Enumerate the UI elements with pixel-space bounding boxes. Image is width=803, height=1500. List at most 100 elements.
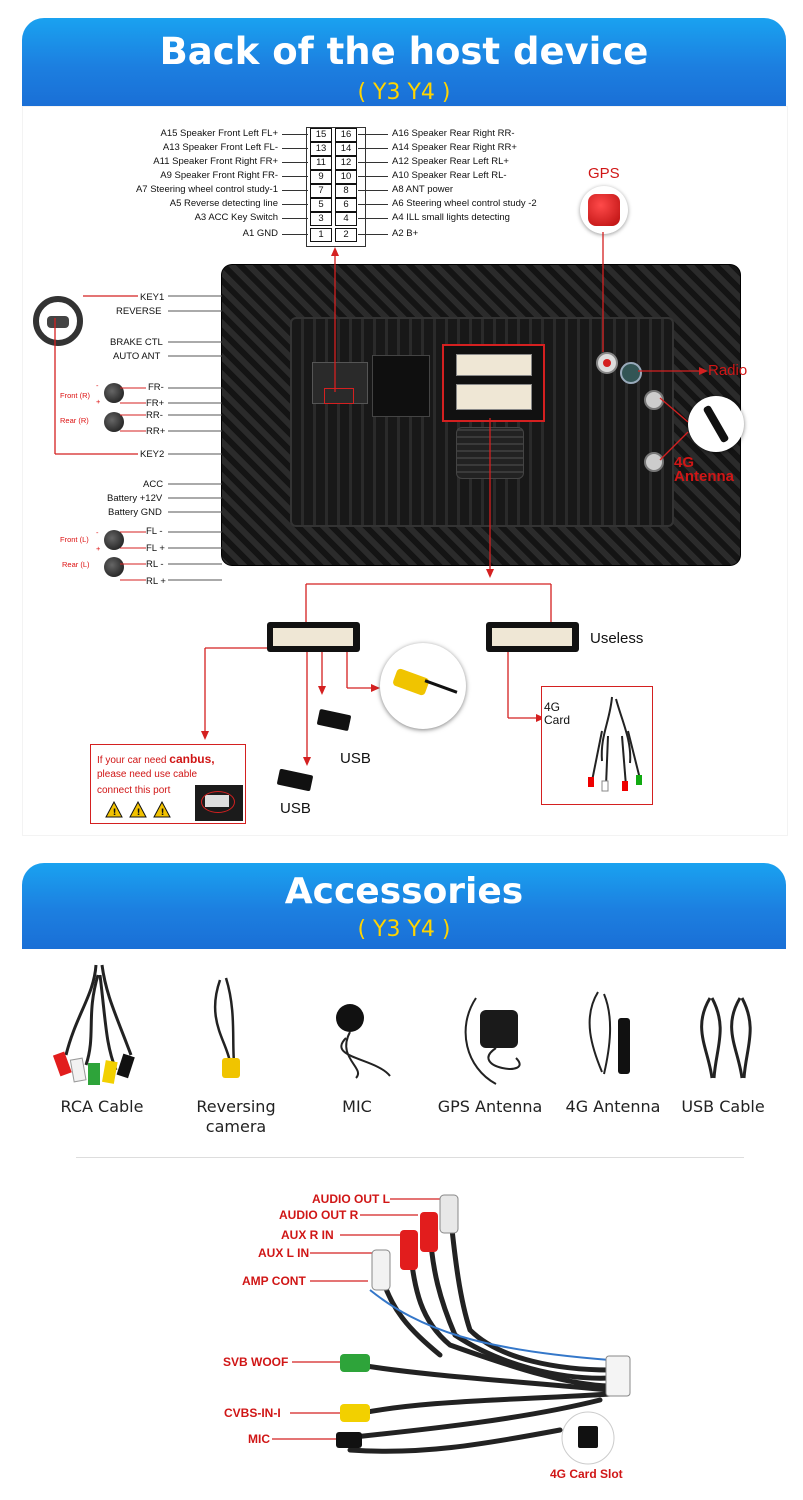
label-key2: KEY2 xyxy=(140,449,165,460)
pin-right-label: A12 Speaker Rear Left RL+ xyxy=(392,156,509,167)
canbus-line1-bold: canbus, xyxy=(169,752,215,766)
pin-right-label: A4 ILL small lights detecting xyxy=(392,212,510,223)
pin-number-right: 4 xyxy=(335,212,357,226)
accessories-subtitle: ( Y3 Y4 ) xyxy=(357,917,451,942)
pin-left-label: A7 Steering wheel control study-1 xyxy=(135,184,278,195)
4g-antenna-icon-acc xyxy=(588,991,630,1075)
speaker-rear-l-icon xyxy=(104,557,124,577)
front-r-minus-sign: - xyxy=(96,381,99,390)
pin-leader-right xyxy=(358,234,388,235)
accessory-label-reversing-camera: Reversing camera xyxy=(196,1097,276,1136)
wiring-lines xyxy=(54,232,708,766)
pin-number-left: 5 xyxy=(310,198,332,212)
label-auto-ant: AUTO ANT xyxy=(113,351,161,362)
accessory-label-mic: MIC xyxy=(342,1097,372,1116)
canbus-line2: please need use cable xyxy=(97,769,198,780)
4g-card-box: 4G Card xyxy=(541,686,653,805)
usb-cable-icon-acc xyxy=(700,997,752,1079)
host-banner: Back of the host device ( Y3 Y4 ) xyxy=(22,18,786,106)
svg-text:!: ! xyxy=(113,808,117,818)
harness-connector-left xyxy=(267,622,360,652)
pin-number-right: 12 xyxy=(335,156,357,170)
pin-number-left: 13 xyxy=(310,142,332,156)
pin-leader-right xyxy=(358,218,388,219)
gps-antenna-icon xyxy=(580,186,628,234)
pin-right-label: A14 Speaker Rear Right RR+ xyxy=(392,142,517,153)
label-fr-plus: FR+ xyxy=(146,398,165,409)
pin-leader-left xyxy=(282,148,308,149)
pin-right-label: A8 ANT power xyxy=(392,184,454,195)
pin-number-right: 14 xyxy=(335,142,357,156)
pin-number-right: 16 xyxy=(335,128,357,142)
callout-svb-woof: SVB WOOF xyxy=(223,1355,289,1369)
accessory-label-rca-cable: RCA Cable xyxy=(60,1097,144,1116)
pin-right-label: A2 B+ xyxy=(392,228,419,239)
4g-card-harness-icon xyxy=(588,696,642,792)
pin-leader-left xyxy=(282,162,308,163)
pin-number-right: 2 xyxy=(335,228,357,242)
pin-leader-right xyxy=(358,134,388,135)
iso-socket-highlight xyxy=(324,388,354,404)
4g-antenna-circle-icon xyxy=(688,396,744,452)
4g-port-2-icon xyxy=(644,452,664,472)
speaker-front-r-icon xyxy=(104,383,124,403)
accessories-title: Accessories xyxy=(284,871,524,912)
pin-number-left: 7 xyxy=(310,184,332,198)
pin-number-right: 10 xyxy=(335,170,357,184)
iso-socket xyxy=(312,362,368,404)
front-l-plus-sign: + xyxy=(96,544,101,553)
pin-leader-right xyxy=(358,176,388,177)
4g-card-label-line1: 4G xyxy=(544,700,561,714)
pin-left-label: A9 Speaker Front Right FR- xyxy=(160,170,278,181)
pin-leader-right xyxy=(358,204,388,205)
main-connector-upper xyxy=(456,354,532,376)
iso-connector-outline xyxy=(306,127,366,247)
label-battery-gnd: Battery GND xyxy=(108,507,162,518)
canbus-line1: If your car need canbus, xyxy=(97,752,215,766)
4g-card-label-line2: Card xyxy=(544,713,571,727)
usb-label-1: USB xyxy=(340,750,371,767)
chassis-screen-module xyxy=(372,355,430,417)
rca-plug-circle-icon xyxy=(380,643,466,729)
label-front-r: Front (R) xyxy=(60,391,90,400)
pin-left-label: A5 Reverse detecting line xyxy=(169,198,278,209)
4g-antenna-label: 4G Antenna xyxy=(674,454,734,484)
pin-number-left: 1 xyxy=(310,228,332,242)
rca-harness-illustration xyxy=(272,1194,631,1465)
4g-antenna-label-line1: 4G xyxy=(674,454,695,471)
pin-left-label: A13 Speaker Front Left FL- xyxy=(162,142,278,153)
pin-leader-left xyxy=(282,176,308,177)
pin-leader-left xyxy=(282,204,308,205)
radio-label: Radio xyxy=(708,362,748,379)
canbus-note-box: If your car need canbus, please need use… xyxy=(90,744,246,824)
section-divider xyxy=(76,1157,744,1158)
pin-leader-left xyxy=(282,134,308,135)
pin-right-label: A10 Speaker Rear Left RL- xyxy=(392,170,507,181)
front-r-plus-sign: + xyxy=(96,397,101,406)
useless-label: Useless xyxy=(590,630,644,647)
label-rl-minus: RL - xyxy=(146,559,164,570)
pin-number-left: 11 xyxy=(310,156,332,170)
main-connector-highlight xyxy=(442,344,545,422)
svg-text:!: ! xyxy=(137,808,141,818)
label-rear-r: Rear (R) xyxy=(60,416,89,425)
usb-label-2: USB xyxy=(280,800,311,817)
label-fl-plus: FL + xyxy=(146,543,165,554)
accessory-label-gps-antenna: GPS Antenna xyxy=(437,1097,543,1116)
pin-left-label: A11 Speaker Front Right FR+ xyxy=(153,156,278,167)
pin-leader-right xyxy=(358,148,388,149)
label-rr-plus: RR+ xyxy=(146,426,166,437)
label-brake-ctl: BRAKE CTL xyxy=(110,337,163,348)
pin-leader-left xyxy=(282,190,308,191)
label-battery-12v: Battery +12V xyxy=(107,493,163,504)
pin-right-label: A6 Steering wheel control study -2 xyxy=(392,198,537,209)
pin-leader-left xyxy=(282,218,308,219)
front-l-minus-sign: - xyxy=(96,528,99,537)
